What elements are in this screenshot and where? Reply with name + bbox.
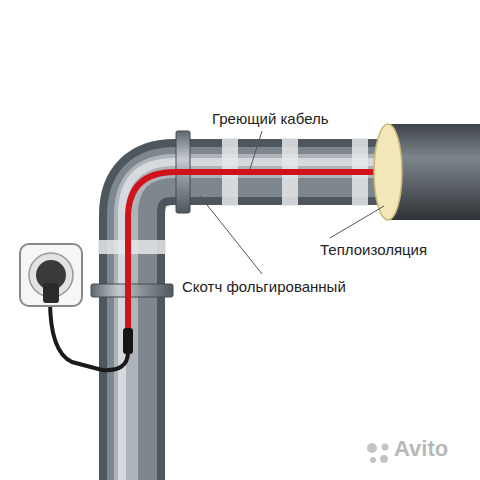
part-label: Греющий кабель: [212, 110, 329, 128]
watermark-dot: [382, 444, 389, 451]
watermark: Avito: [394, 440, 448, 458]
cable-coupling: [123, 328, 133, 354]
leader-line: [250, 131, 262, 169]
watermark-dot: [367, 443, 377, 453]
leader-line: [200, 196, 262, 274]
leader-line: [330, 206, 384, 238]
wall-socket: [20, 244, 82, 306]
watermark-dot: [370, 457, 376, 463]
plug-grip: [43, 283, 59, 303]
part-label: Скотч фольгированный: [182, 278, 346, 296]
watermark-dot: [380, 455, 388, 463]
foil-tape: [98, 240, 166, 254]
insulation-end: [374, 124, 402, 220]
part-label: Теплоизоляция: [320, 241, 427, 259]
power-lead: [50, 300, 128, 370]
pipe-flange: [91, 284, 173, 297]
